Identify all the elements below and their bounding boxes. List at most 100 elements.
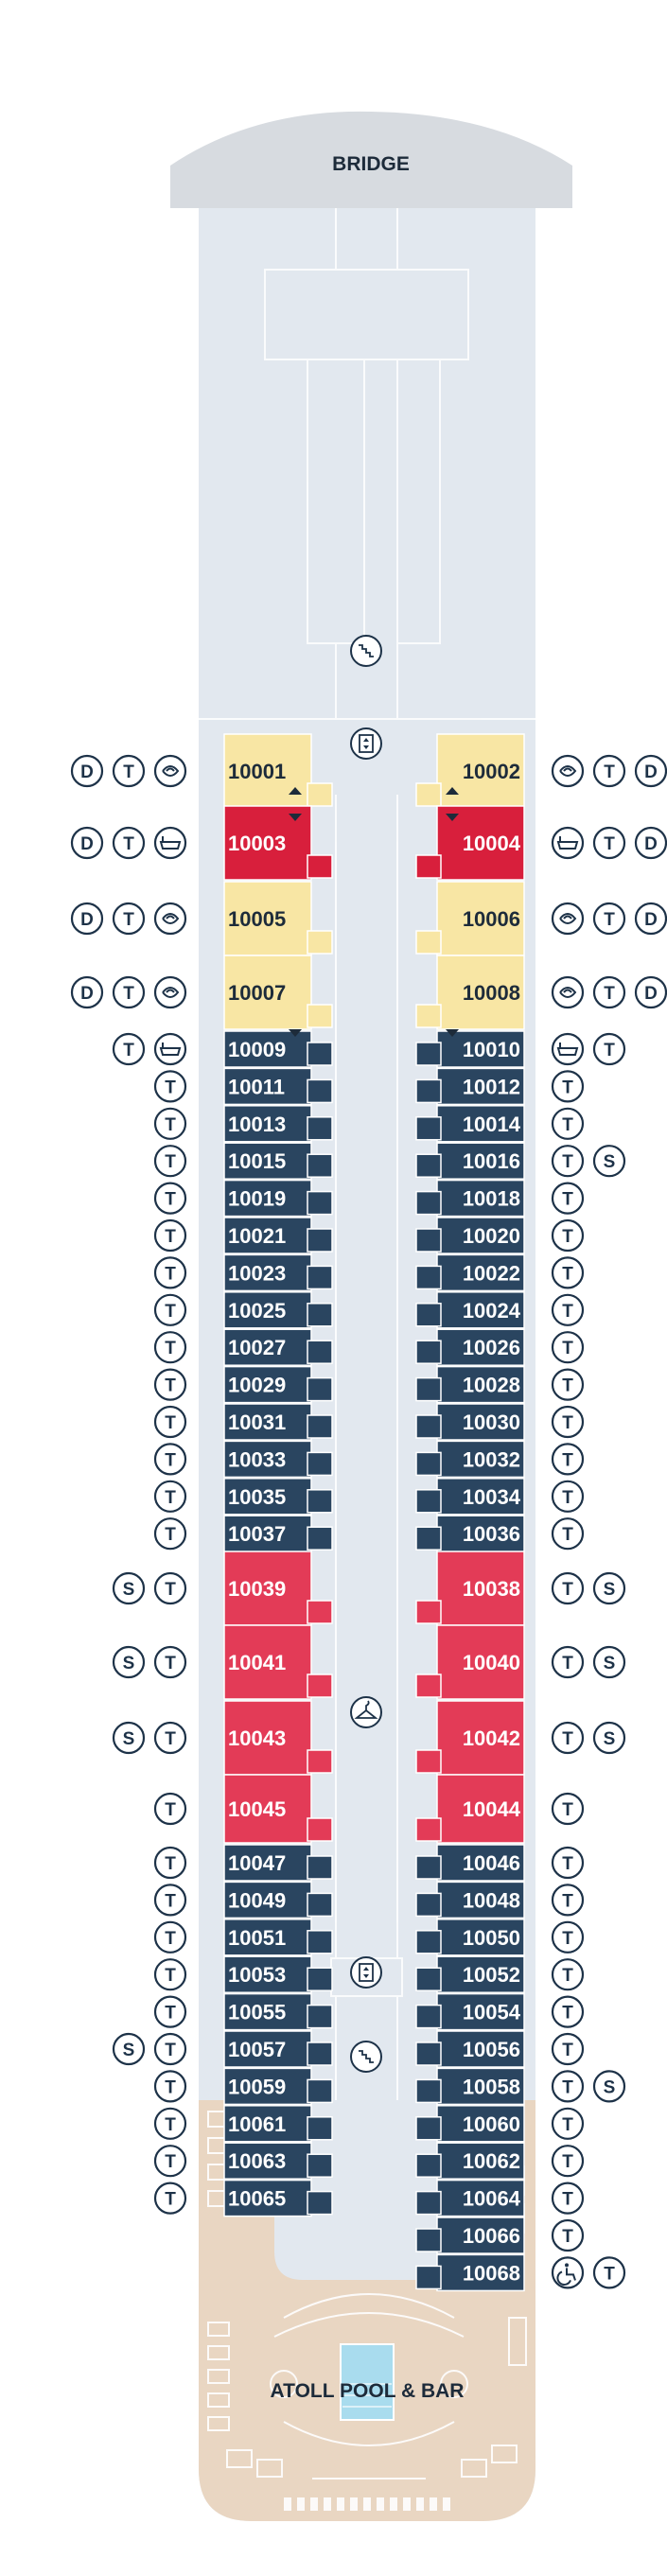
cabin-10024[interactable]: 10024 <box>415 1291 525 1329</box>
cabin-10031[interactable]: 10031 <box>223 1403 333 1441</box>
cabin-10025[interactable]: 10025 <box>223 1291 333 1329</box>
d-icon: D <box>634 826 667 860</box>
balcony <box>415 2153 442 2178</box>
cabin-10066[interactable]: 10066 <box>415 2217 525 2254</box>
balcony <box>307 1600 333 1624</box>
cabin-10022[interactable]: 10022 <box>415 1253 525 1292</box>
svg-text:T: T <box>562 1190 573 1210</box>
cabin-10004[interactable]: 10004 <box>415 805 525 881</box>
cabin-10063[interactable]: 10063 <box>223 2142 333 2180</box>
cabin-10038[interactable]: 10038 <box>415 1551 525 1626</box>
t-icon: T <box>153 1721 187 1755</box>
balcony <box>415 2265 442 2290</box>
cabin-10047[interactable]: 10047 <box>223 1844 333 1882</box>
cabin-10002[interactable]: 10002 <box>415 733 525 809</box>
cabin-10005[interactable]: 10005 <box>223 881 333 956</box>
balcony <box>415 2078 442 2104</box>
cabin-10030[interactable]: 10030 <box>415 1403 525 1441</box>
cabin-block <box>223 1955 312 1993</box>
cabin-10010[interactable]: 10010 <box>415 1030 525 1068</box>
cabin-10009[interactable]: 10009 <box>223 1030 333 1068</box>
cabin-10042[interactable]: 10042 <box>415 1700 525 1776</box>
cabin-number: 10056 <box>463 2038 520 2061</box>
cabin-10026[interactable]: 10026 <box>415 1328 525 1366</box>
balcony <box>415 1228 442 1253</box>
cabin-10062[interactable]: 10062 <box>415 2142 525 2180</box>
cabin-10011[interactable]: 10011 <box>223 1067 333 1106</box>
cabin-10037[interactable]: 10037 <box>223 1515 333 1552</box>
cabin-10021[interactable]: 10021 <box>223 1217 333 1254</box>
cabin-10016[interactable]: 10016 <box>415 1142 525 1180</box>
cabin-10048[interactable]: 10048 <box>415 1881 525 1919</box>
cabin-10019[interactable]: 10019 <box>223 1179 333 1218</box>
cabin-10055[interactable]: 10055 <box>223 1992 333 2031</box>
cabin-10020[interactable]: 10020 <box>415 1217 525 1254</box>
cabin-10049[interactable]: 10049 <box>223 1881 333 1919</box>
cabin-10035[interactable]: 10035 <box>223 1478 333 1516</box>
cabin-10068[interactable]: 10068 <box>415 2253 525 2292</box>
balcony <box>415 1116 442 1141</box>
cabin-10056[interactable]: 10056 <box>415 2030 525 2068</box>
cabin-10013[interactable]: 10013 <box>223 1105 333 1143</box>
cabin-10023[interactable]: 10023 <box>223 1253 333 1292</box>
cabin-10027[interactable]: 10027 <box>223 1328 333 1366</box>
cabin-block <box>223 1067 312 1106</box>
t-icon: T <box>551 1218 585 1253</box>
cabin-number: 10037 <box>228 1522 286 1546</box>
cabin-10032[interactable]: 10032 <box>415 1440 525 1479</box>
cabin-10028[interactable]: 10028 <box>415 1365 525 1404</box>
balcony <box>415 1817 442 1842</box>
direction-arrow <box>289 787 302 795</box>
balcony <box>307 2042 333 2066</box>
cabin-10034[interactable]: 10034 <box>415 1478 525 1516</box>
cabin-10064[interactable]: 10064 <box>415 2179 525 2217</box>
cabin-10046[interactable]: 10046 <box>415 1844 525 1882</box>
cabin-10058[interactable]: 10058 <box>415 2067 525 2106</box>
cabin-block <box>436 1253 525 1292</box>
cabin-10003[interactable]: 10003 <box>223 805 333 881</box>
svg-text:T: T <box>604 762 615 782</box>
cabin-block <box>223 1478 312 1516</box>
t-icon: T <box>153 2032 187 2066</box>
cabin-10033[interactable]: 10033 <box>223 1440 333 1479</box>
cabin-10018[interactable]: 10018 <box>415 1179 525 1218</box>
cabin-number: 10016 <box>463 1149 520 1173</box>
svg-text:T: T <box>165 2190 176 2210</box>
cabin-10060[interactable]: 10060 <box>415 2105 525 2143</box>
cabin-number: 10063 <box>228 2149 286 2173</box>
cabin-10043[interactable]: 10043 <box>223 1700 333 1776</box>
cabin-10057[interactable]: 10057 <box>223 2030 333 2068</box>
cabin-10008[interactable]: 10008 <box>415 955 525 1030</box>
cabin-10014[interactable]: 10014 <box>415 1105 525 1143</box>
cabin-10065[interactable]: 10065 <box>223 2179 333 2217</box>
cabin-10051[interactable]: 10051 <box>223 1919 333 1956</box>
balcony <box>415 1303 442 1327</box>
cabin-10054[interactable]: 10054 <box>415 1992 525 2031</box>
cabin-10045[interactable]: 10045 <box>223 1774 333 1844</box>
svg-text:D: D <box>80 910 94 930</box>
cabin-block <box>436 1955 525 1993</box>
cabin-10012[interactable]: 10012 <box>415 1067 525 1106</box>
cabin-10036[interactable]: 10036 <box>415 1515 525 1552</box>
t-icon: T <box>551 1846 585 1880</box>
svg-text:T: T <box>165 2152 176 2172</box>
cabin-10052[interactable]: 10052 <box>415 1955 525 1993</box>
t-icon: T <box>153 1480 187 1513</box>
cabin-10053[interactable]: 10053 <box>223 1955 333 1993</box>
cabin-10006[interactable]: 10006 <box>415 881 525 956</box>
cabin-10061[interactable]: 10061 <box>223 2105 333 2143</box>
t-icon: T <box>112 902 146 936</box>
balcony <box>415 1600 442 1624</box>
svg-text:T: T <box>562 2041 573 2060</box>
cabin-10044[interactable]: 10044 <box>415 1774 525 1844</box>
cabin-10050[interactable]: 10050 <box>415 1919 525 1956</box>
cabin-10015[interactable]: 10015 <box>223 1142 333 1180</box>
cabin-10041[interactable]: 10041 <box>223 1624 333 1700</box>
t-icon: T <box>592 2256 626 2289</box>
cabin-10040[interactable]: 10040 <box>415 1624 525 1700</box>
svg-text:T: T <box>165 1525 176 1545</box>
cabin-10001[interactable]: 10001 <box>223 733 333 809</box>
cabin-10007[interactable]: 10007 <box>223 955 333 1030</box>
cabin-10029[interactable]: 10029 <box>223 1365 333 1404</box>
cabin-10059[interactable]: 10059 <box>223 2067 333 2106</box>
